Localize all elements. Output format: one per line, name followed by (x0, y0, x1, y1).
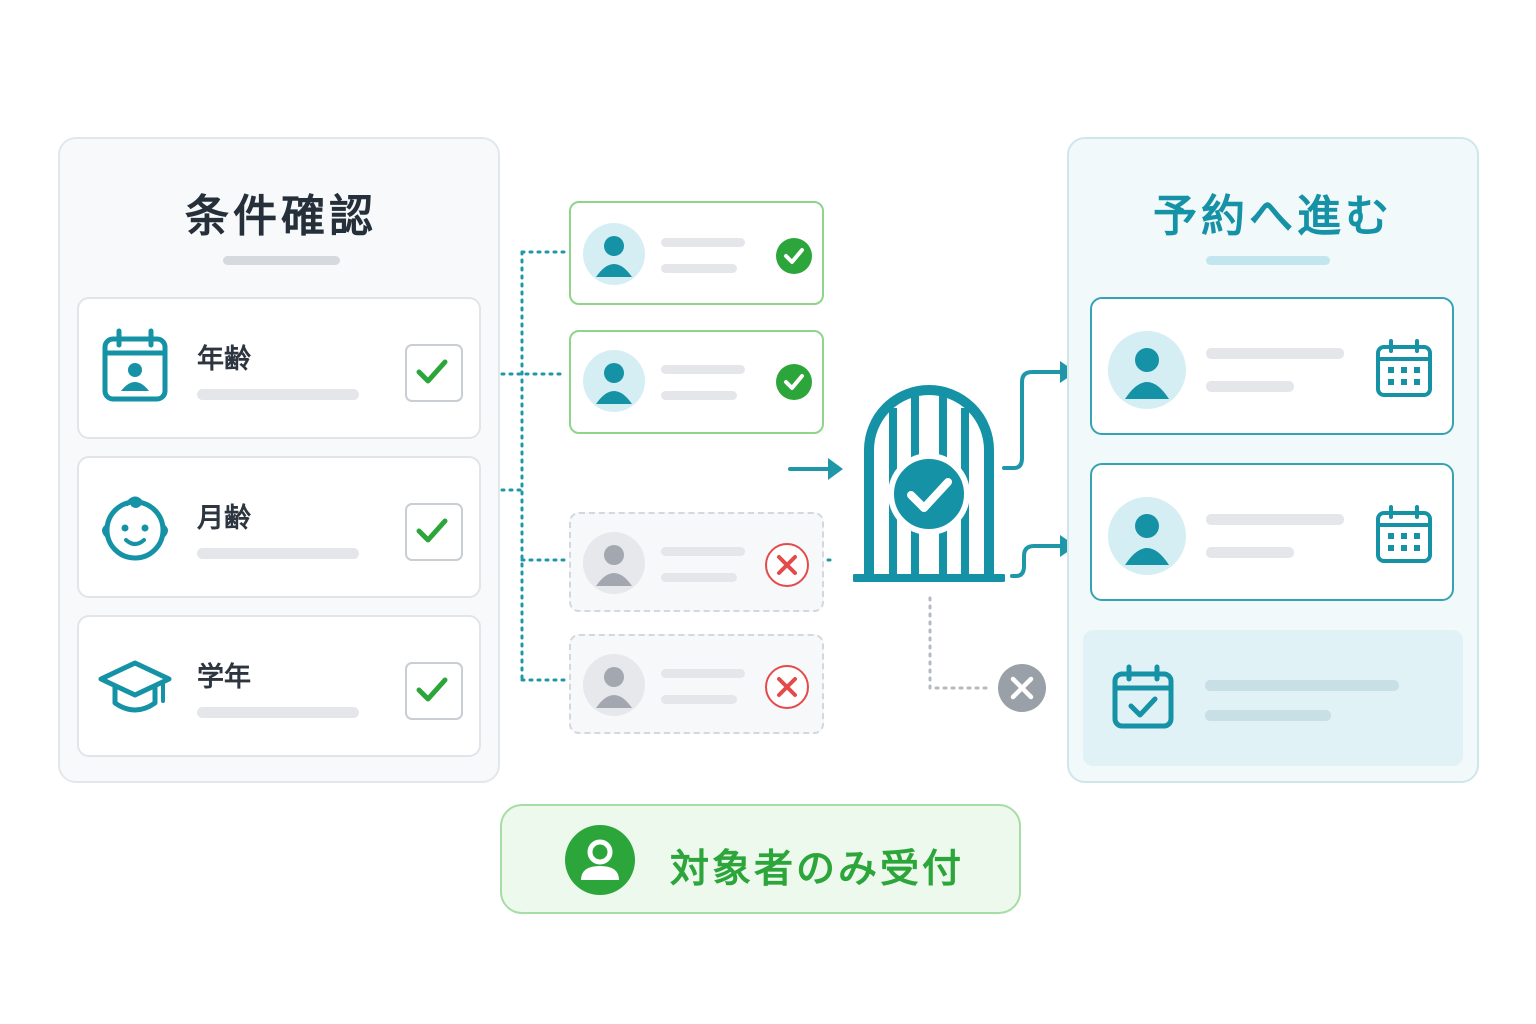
booking-placeholder-line (1206, 348, 1344, 359)
conditions-title-underline (223, 256, 340, 265)
condition-age-checkbox[interactable] (405, 344, 463, 402)
applicant-placeholder-line (661, 365, 745, 374)
arrow-into-gate-head (828, 458, 843, 480)
booking-placeholder-line (1205, 710, 1331, 721)
condition-month-age[interactable]: 月齢 (77, 456, 481, 598)
booking-placeholder-line (1206, 514, 1344, 525)
conditions-title: 条件確認 (185, 191, 377, 242)
check-icon (416, 677, 448, 702)
arrow-to-booking-2 (1010, 544, 1064, 578)
booking-placeholder-line (1205, 680, 1399, 691)
booking-placeholder-line (1206, 547, 1294, 558)
green-check-icon (776, 238, 812, 274)
applicant-card-accepted-2[interactable] (569, 330, 824, 434)
person-icon (596, 667, 632, 708)
booking-card-1[interactable] (1090, 297, 1454, 435)
condition-month-age-placeholder (197, 548, 359, 559)
calendar-icon (1376, 505, 1432, 563)
applicant-placeholder-line (661, 695, 737, 704)
arrow-to-booking-1 (1002, 370, 1064, 470)
applicant-placeholder-line (661, 264, 737, 273)
applicant-card-rejected-1[interactable] (569, 512, 824, 612)
red-cross-icon (765, 665, 809, 709)
check-icon (416, 359, 448, 384)
avatar (583, 223, 645, 285)
gate-check-icon (853, 385, 1005, 582)
applicant-placeholder-line (661, 573, 737, 582)
eligible-only-banner: 対象者のみ受付 (500, 804, 1021, 914)
applicant-placeholder-line (661, 669, 745, 678)
person-icon (596, 236, 632, 277)
avatar (583, 654, 645, 716)
person-icon (596, 363, 632, 404)
banner-text: 対象者のみ受付 (670, 847, 965, 892)
person-icon (1125, 348, 1169, 399)
calendar-icon (1376, 339, 1432, 397)
condition-grade-placeholder (197, 707, 359, 718)
person-icon (1125, 514, 1169, 565)
gray-cross-icon (998, 664, 1046, 712)
condition-age[interactable]: 年齢 (77, 297, 481, 439)
booking-title-underline (1206, 256, 1330, 265)
avatar (1108, 497, 1186, 575)
booking-card-2[interactable] (1090, 463, 1454, 601)
avatar (583, 532, 645, 594)
check-icon (416, 518, 448, 543)
person-icon (596, 545, 632, 586)
booking-placeholder-line (1206, 381, 1294, 392)
baby-face-icon (102, 496, 168, 561)
person-icon (565, 825, 635, 895)
applicant-placeholder-line (661, 238, 745, 247)
red-cross-icon (765, 543, 809, 587)
condition-grade-checkbox[interactable] (405, 662, 463, 720)
calendar-check-icon (1112, 664, 1174, 729)
condition-grade-label: 学年 (197, 662, 251, 693)
reject-dotted-line (928, 596, 994, 690)
applicant-card-rejected-2[interactable] (569, 634, 824, 734)
green-check-icon (776, 364, 812, 400)
avatar (1108, 331, 1186, 409)
condition-age-label: 年齢 (197, 344, 251, 375)
calendar-person-icon (102, 328, 168, 402)
condition-month-age-checkbox[interactable] (405, 503, 463, 561)
booking-title: 予約へ進む (1153, 191, 1393, 242)
applicant-card-accepted-1[interactable] (569, 201, 824, 305)
applicant-placeholder-line (661, 547, 745, 556)
condition-month-age-label: 月齢 (197, 503, 251, 534)
condition-grade[interactable]: 学年 (77, 615, 481, 757)
graduation-cap-icon (98, 660, 172, 713)
avatar (583, 350, 645, 412)
condition-age-placeholder (197, 389, 359, 400)
applicant-placeholder-line (661, 391, 737, 400)
booking-card-confirmed[interactable] (1083, 630, 1463, 766)
